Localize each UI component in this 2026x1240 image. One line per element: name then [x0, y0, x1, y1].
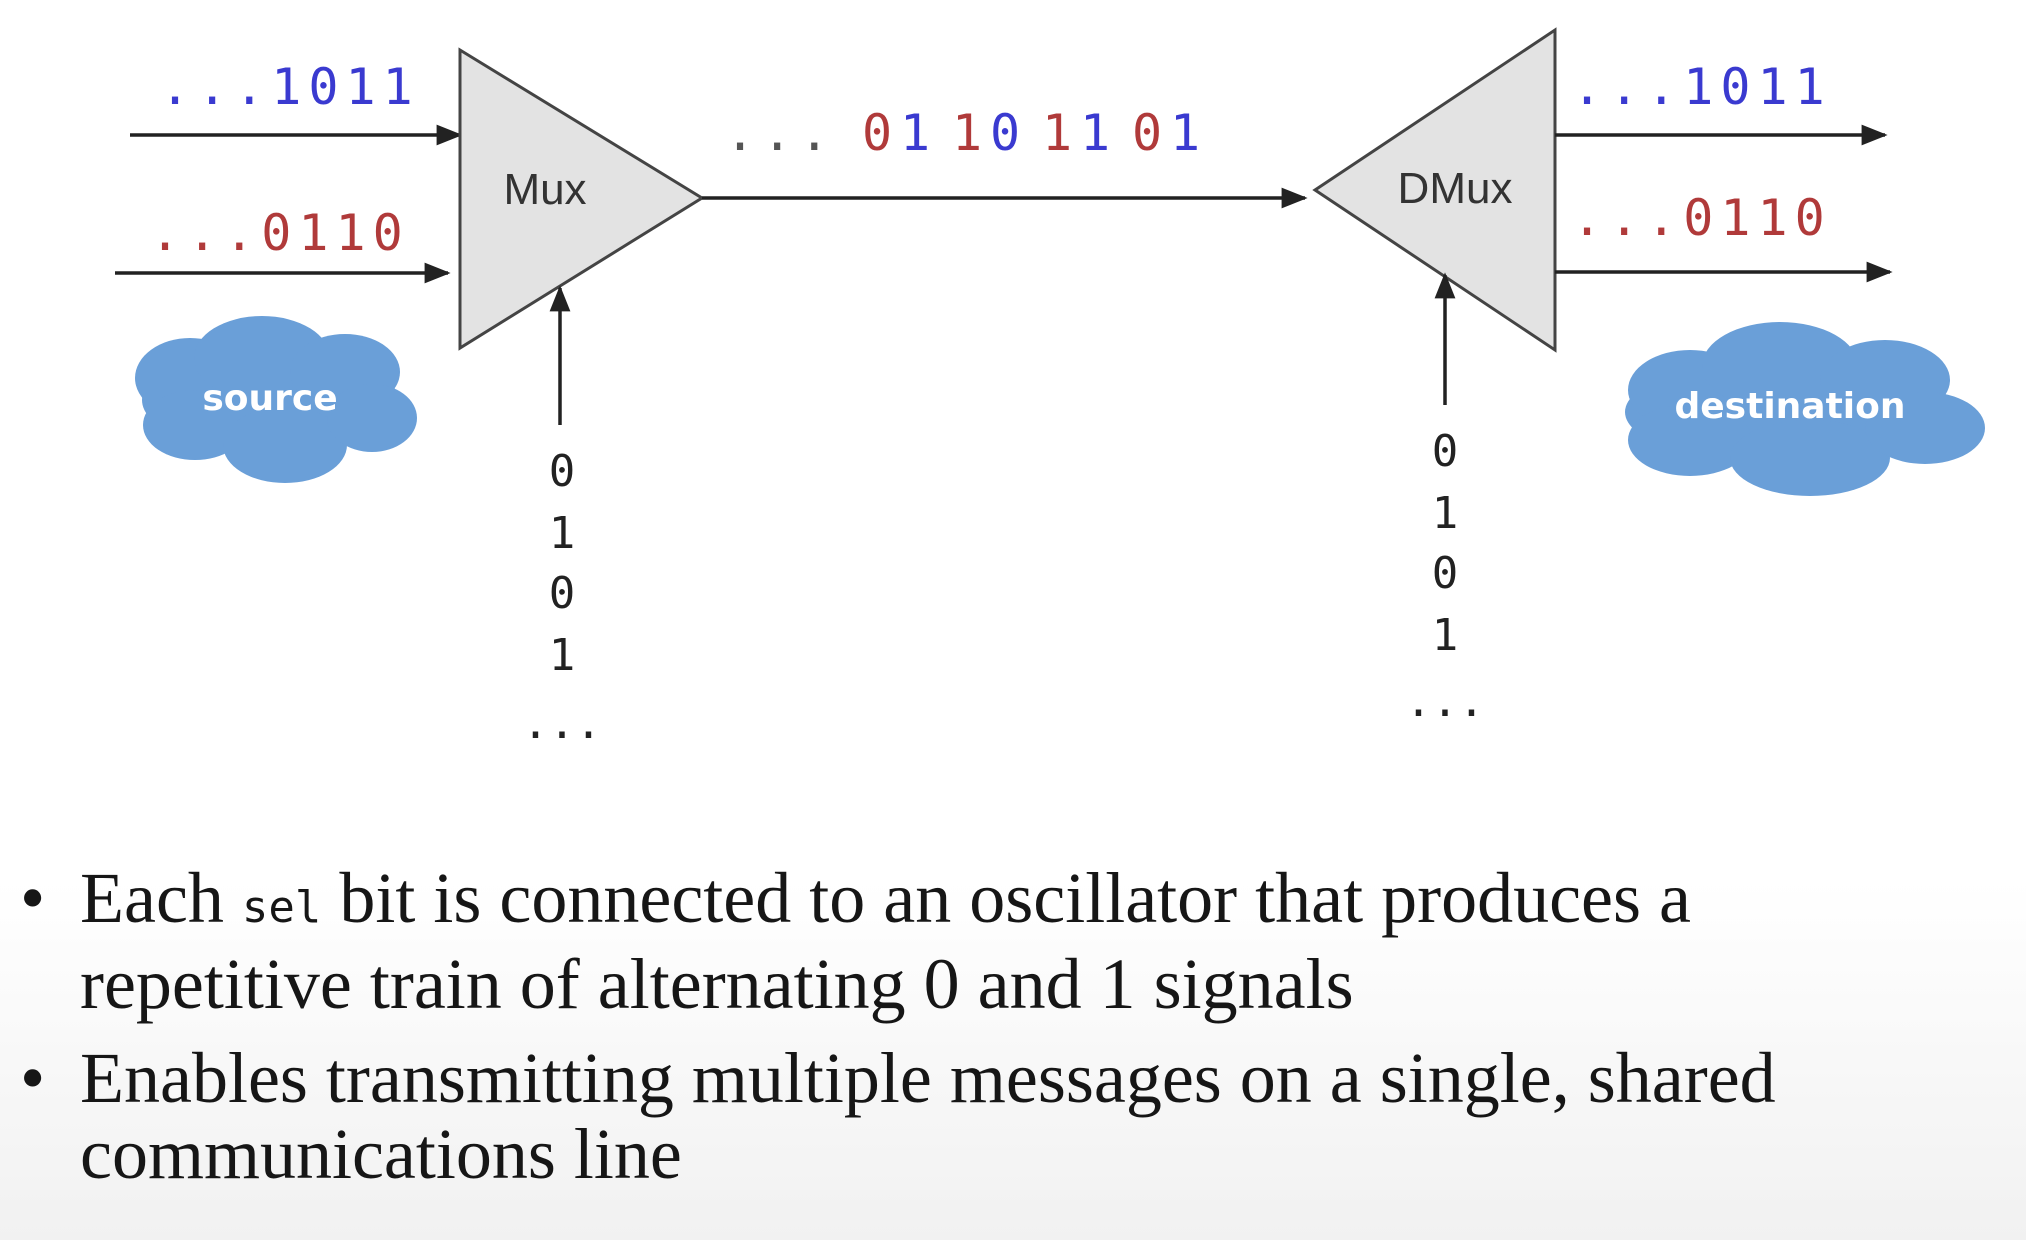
source-label: source [202, 378, 337, 419]
dmux-label: DMux [1398, 164, 1513, 213]
bullet-text-before: Enables transmitting multiple messages o… [80, 1038, 1776, 1194]
mux-sel-bit: ... [522, 698, 601, 749]
mux-sel-bit: 0 [549, 446, 576, 497]
dmux-output-bottom-bits: ...0110 [1572, 189, 1832, 247]
bullet-dot-icon: • [20, 1038, 46, 1118]
dmux-sel-bit: 0 [1432, 548, 1459, 599]
dmux-triangle [1312, 27, 1557, 353]
bullet-item: • Each sel bit is connected to an oscill… [0, 860, 1960, 1022]
stream-bit: 1 [952, 104, 989, 162]
stream-bit: 1 [1170, 104, 1207, 162]
dmux-sel-bit: 1 [1432, 610, 1459, 661]
mux-input-top-bits: ...1011 [160, 58, 420, 116]
mux-select-bits: 0 1 0 1 ... [522, 446, 601, 749]
line-stream-prefix: ... [725, 104, 836, 162]
sel-code: sel [241, 882, 322, 933]
dmux-select-bits: 0 1 0 1 ... [1405, 426, 1484, 727]
dmux-sel-bit: ... [1405, 676, 1484, 727]
mux-sel-bit: 1 [549, 508, 576, 559]
stream-bit: 0 [990, 104, 1027, 162]
source-cloud-icon [135, 316, 417, 483]
line-stream-bits: 0 1 1 0 1 1 0 1 [862, 104, 1207, 162]
stream-bit: 1 [1042, 104, 1079, 162]
stream-bit: 0 [1132, 104, 1169, 162]
bullet-dot-icon: • [20, 858, 46, 938]
mux-dmux-diagram: ...1011 ...0110 Mux 0 1 0 1 ... ... 0 1 … [115, 27, 1985, 749]
mux-triangle [458, 47, 705, 351]
mux-input-bottom-bits: ...0110 [150, 204, 410, 262]
stream-bit: 1 [900, 104, 937, 162]
mux-sel-bit: 1 [549, 630, 576, 681]
bullet-list: • Each sel bit is connected to an oscill… [0, 860, 1960, 1210]
bullet-text-before: Each [80, 858, 242, 938]
stream-bit: 0 [862, 104, 899, 162]
mux-sel-bit: 0 [549, 568, 576, 619]
mux-label: Mux [503, 165, 586, 214]
bullet-text-after: bit is connected to an oscillator that p… [80, 858, 1691, 1024]
stream-bit: 1 [1080, 104, 1117, 162]
dmux-sel-bit: 0 [1432, 426, 1459, 477]
destination-label: destination [1675, 386, 1906, 427]
dmux-sel-bit: 1 [1432, 488, 1459, 539]
dmux-output-top-bits: ...1011 [1572, 58, 1832, 116]
destination-cloud-icon [1625, 322, 1985, 496]
bullet-item: • Enables transmitting multiple messages… [0, 1040, 1960, 1192]
